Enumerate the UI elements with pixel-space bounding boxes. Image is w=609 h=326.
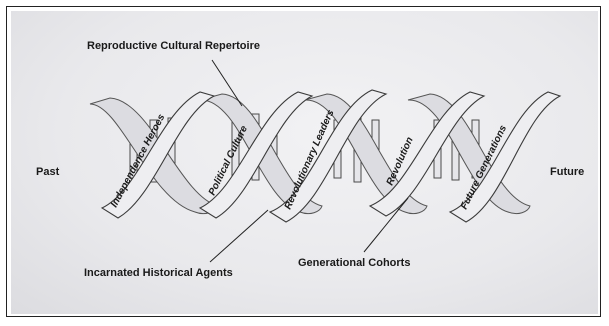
label-reproductive-cultural-repertoire: Reproductive Cultural Repertoire <box>87 40 260 52</box>
label-generational-cohorts: Generational Cohorts <box>298 257 410 269</box>
label-past: Past <box>36 166 60 178</box>
pointer-line-bottom-left <box>210 210 268 262</box>
label-future: Future <box>550 166 584 178</box>
label-incarnated-historical-agents: Incarnated Historical Agents <box>84 267 233 279</box>
